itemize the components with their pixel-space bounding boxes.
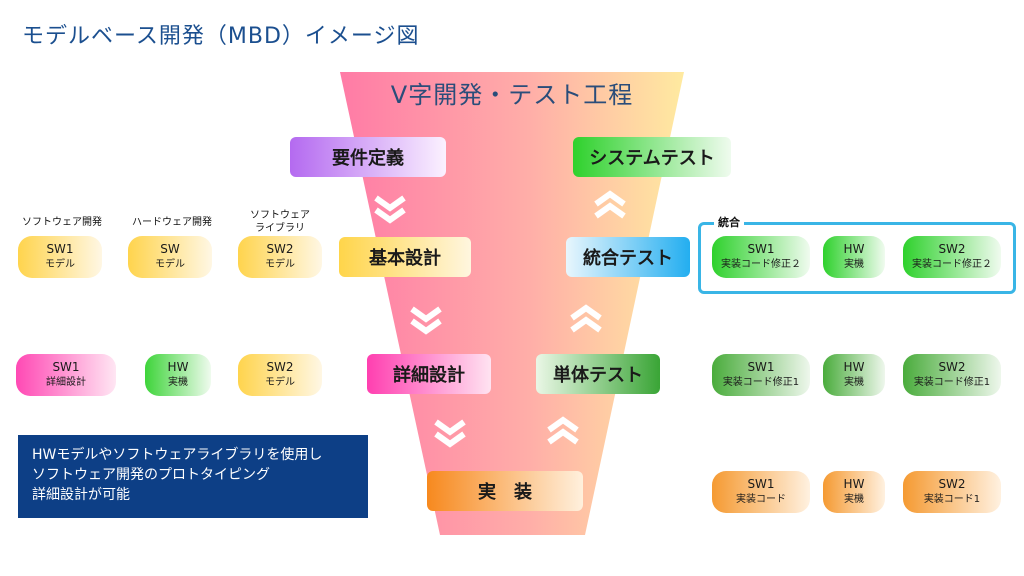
phase-basic-design: 基本設計 bbox=[339, 237, 471, 277]
phase-integration-test-label: 統合テスト bbox=[583, 248, 673, 269]
box-main: SW1 bbox=[747, 242, 775, 256]
hw-real-machine-box: HW 実機 bbox=[145, 354, 211, 396]
box-sub: モデル bbox=[45, 259, 75, 270]
sw1-code-fix1-box: SW1 実装コード修正1 bbox=[712, 354, 810, 396]
box-sub: 実機 bbox=[844, 259, 864, 270]
phase-requirements-label: 要件定義 bbox=[332, 148, 404, 169]
phase-system-test: システムテスト bbox=[573, 137, 731, 177]
box-main: SW2 bbox=[938, 477, 966, 491]
box-sub: 実装コード修正２ bbox=[721, 259, 801, 270]
sw-model-box: SW モデル bbox=[128, 236, 212, 278]
box-sub: モデル bbox=[265, 259, 295, 270]
note-line: HWモデルやソフトウェアライブラリを使用し bbox=[32, 447, 323, 463]
hw-real-machine-box-impl: HW 実機 bbox=[823, 471, 885, 513]
chevron-up-icon bbox=[594, 190, 626, 219]
chevron-up-icon bbox=[570, 304, 602, 333]
hw-real-machine-box-integration: HW 実機 bbox=[823, 236, 885, 278]
v-process-title: V字開発・テスト工程 bbox=[390, 81, 634, 109]
box-sub: モデル bbox=[155, 259, 185, 270]
caption-hw-dev: ハードウェア開発 bbox=[132, 217, 212, 228]
sw2-model-box-2: SW2 モデル bbox=[238, 354, 322, 396]
box-main: SW2 bbox=[266, 242, 294, 256]
box-main: SW1 bbox=[52, 360, 80, 374]
phase-system-test-label: システムテスト bbox=[589, 148, 715, 169]
phase-detail-design: 詳細設計 bbox=[367, 354, 491, 394]
note-box: HWモデルやソフトウェアライブラリを使用し ソフトウェア開発のプロトタイピング … bbox=[18, 435, 368, 518]
note-line: 詳細設計が可能 bbox=[32, 487, 130, 503]
phase-implementation: 実 装 bbox=[427, 471, 583, 511]
note-line: ソフトウェア開発のプロトタイピング bbox=[32, 467, 270, 483]
box-sub: 実装コード修正1 bbox=[913, 377, 991, 388]
box-main: SW1 bbox=[747, 360, 775, 374]
box-main: SW1 bbox=[46, 242, 74, 256]
box-sub: 実機 bbox=[844, 494, 864, 505]
box-sub: 実装コード1 bbox=[923, 494, 981, 505]
sw1-code-fix2-box: SW1 実装コード修正２ bbox=[712, 236, 810, 278]
chevron-down-icon bbox=[410, 306, 442, 335]
box-sub: モデル bbox=[265, 377, 295, 388]
chevron-down-icon bbox=[434, 419, 466, 448]
phase-unit-test: 単体テスト bbox=[536, 354, 660, 394]
box-main: SW bbox=[160, 242, 180, 256]
sw2-code1-box: SW2 実装コード1 bbox=[903, 471, 1001, 513]
box-main: HW bbox=[843, 242, 865, 256]
sw2-model-box: SW2 モデル bbox=[238, 236, 322, 278]
box-main: HW bbox=[843, 360, 865, 374]
hw-real-machine-box-unit: HW 実機 bbox=[823, 354, 885, 396]
box-main: HW bbox=[167, 360, 189, 374]
sw2-code-fix2-box: SW2 実装コード修正２ bbox=[903, 236, 1001, 278]
box-main: SW2 bbox=[938, 360, 966, 374]
sw1-model-box: SW1 モデル bbox=[18, 236, 102, 278]
phase-detail-design-label: 詳細設計 bbox=[393, 365, 465, 386]
phase-integration-test: 統合テスト bbox=[566, 237, 690, 277]
phase-implementation-label: 実 装 bbox=[478, 482, 532, 503]
sw1-detail-design-box: SW1 詳細設計 bbox=[16, 354, 116, 396]
chevron-down-icon bbox=[374, 195, 406, 224]
box-sub: 実機 bbox=[168, 377, 188, 388]
sw1-code-box: SW1 実装コード bbox=[712, 471, 810, 513]
chevron-up-icon bbox=[547, 416, 579, 445]
integration-label: 統合 bbox=[714, 214, 744, 230]
sw2-code-fix1-box: SW2 実装コード修正1 bbox=[903, 354, 1001, 396]
phase-unit-test-label: 単体テスト bbox=[553, 365, 643, 386]
box-sub: 実装コード bbox=[736, 494, 786, 505]
caption-sw-dev: ソフトウェア開発 bbox=[22, 217, 102, 228]
box-sub: 詳細設計 bbox=[46, 377, 86, 388]
box-sub: 実機 bbox=[844, 377, 864, 388]
box-main: HW bbox=[843, 477, 865, 491]
caption-sw-library-line2: ライブラリ bbox=[255, 223, 305, 234]
box-main: SW2 bbox=[938, 242, 966, 256]
box-sub: 実装コード修正２ bbox=[912, 259, 992, 270]
page-title: モデルベース開発（MBD）イメージ図 bbox=[22, 24, 420, 49]
caption-sw-library: ソフトウェア ライブラリ bbox=[232, 209, 328, 235]
box-sub: 実装コード修正1 bbox=[722, 377, 800, 388]
phase-requirements: 要件定義 bbox=[290, 137, 446, 177]
phase-basic-design-label: 基本設計 bbox=[369, 248, 441, 269]
caption-sw-library-line1: ソフトウェア bbox=[250, 210, 310, 221]
box-main: SW1 bbox=[747, 477, 775, 491]
integration-frame bbox=[698, 222, 1016, 294]
box-main: SW2 bbox=[266, 360, 294, 374]
